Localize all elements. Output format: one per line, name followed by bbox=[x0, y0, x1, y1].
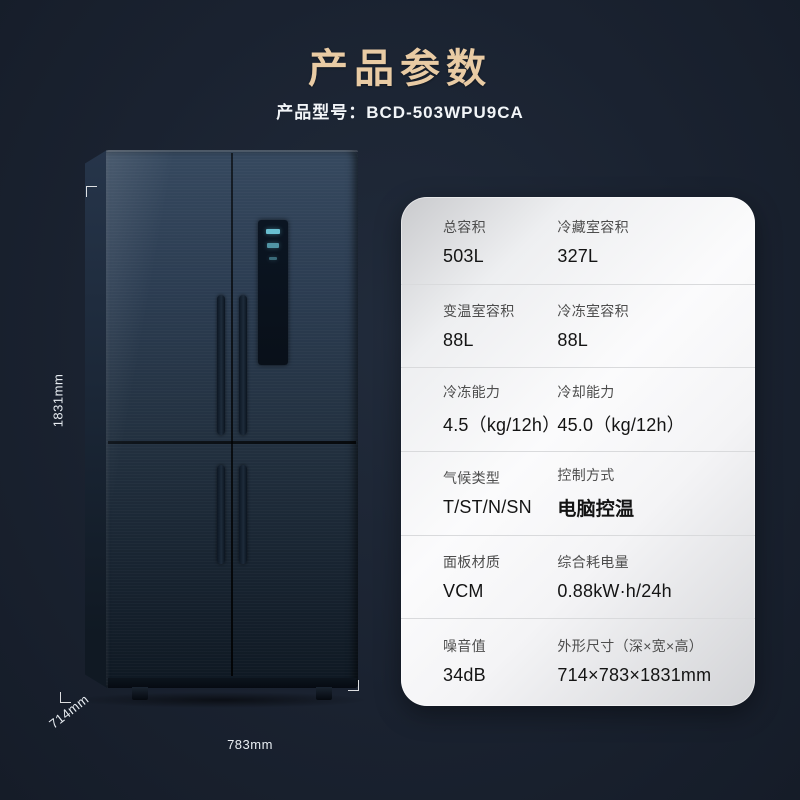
fridge-handle bbox=[217, 295, 225, 436]
fridge-handle bbox=[239, 295, 247, 436]
spec-row: 变温室容积 88L 冷冻室容积 88L bbox=[401, 283, 755, 368]
spec-value: T/ST/N/SN bbox=[443, 497, 532, 518]
fridge-handle bbox=[217, 464, 225, 565]
display-led bbox=[269, 256, 277, 260]
spec-value: 88L bbox=[443, 330, 474, 350]
spec-cell: 冷冻能力 4.5（kg/12h） bbox=[443, 382, 561, 437]
spec-cell: 冷冻室容积 88L bbox=[557, 301, 729, 351]
display-led bbox=[266, 228, 280, 234]
spec-label: 变温室容积 bbox=[443, 303, 515, 319]
spec-value: 714×783×1831mm bbox=[557, 664, 712, 685]
fridge-foot bbox=[316, 687, 332, 700]
spec-label: 冷却能力 bbox=[557, 384, 615, 401]
spec-value: 503L bbox=[443, 246, 484, 267]
spec-cell: 气候类型 T/ST/N/SN bbox=[443, 468, 557, 518]
spec-cell: 冷却能力 45.0（kg/12h） bbox=[557, 382, 729, 437]
spec-cell: 面板材质 VCM bbox=[443, 552, 557, 602]
spec-label: 噪音值 bbox=[443, 637, 486, 654]
spec-value: 45.0（kg/12h） bbox=[557, 415, 685, 436]
spec-value: 0.88kW·h/24h bbox=[557, 581, 672, 602]
dimension-corner-mark bbox=[348, 680, 359, 691]
display-led bbox=[267, 242, 279, 248]
spec-label: 冷冻能力 bbox=[443, 384, 501, 401]
spec-value: 88L bbox=[557, 330, 589, 350]
fridge-side-panel bbox=[85, 150, 107, 688]
spec-row: 气候类型 T/ST/N/SN 控制方式 电脑控温 bbox=[401, 451, 755, 535]
fridge-foot bbox=[132, 687, 148, 700]
spec-row: 面板材质 VCM 综合耗电量 0.88kW·h/24h bbox=[401, 534, 755, 619]
spec-cell: 控制方式 电脑控温 bbox=[557, 465, 729, 521]
fridge-handle bbox=[239, 464, 247, 565]
fridge-top-edge-highlight bbox=[106, 150, 358, 152]
spec-cell: 冷藏室容积 327L bbox=[557, 217, 729, 267]
dimension-corner-mark bbox=[60, 692, 71, 703]
dimension-corner-mark bbox=[86, 186, 97, 197]
spec-label: 控制方式 bbox=[557, 467, 615, 484]
spec-label: 面板材质 bbox=[443, 554, 501, 571]
product-model: 产品型号：BCD-503WPU9CA bbox=[276, 103, 524, 122]
fridge-display-panel bbox=[258, 219, 288, 366]
spec-row: 总容积 503L 冷藏室容积 327L bbox=[401, 201, 755, 284]
spec-value: VCM bbox=[443, 581, 484, 602]
fridge-horizontal-door-seam bbox=[108, 440, 356, 444]
dimension-width-label: 783mm bbox=[227, 737, 273, 752]
spec-label: 外形尺寸（深×宽×高） bbox=[557, 637, 704, 654]
spec-cell: 变温室容积 88L bbox=[443, 301, 557, 351]
spec-cell: 总容积 503L bbox=[443, 217, 557, 267]
spec-value: 34dB bbox=[443, 664, 486, 685]
fridge-front-panel bbox=[106, 150, 358, 688]
spec-row: 冷冻能力 4.5（kg/12h） 冷却能力 45.0（kg/12h） bbox=[401, 367, 755, 451]
spec-label: 总容积 bbox=[443, 219, 486, 236]
spec-value: 4.5（kg/12h） bbox=[443, 415, 561, 436]
page-title: 产品参数 bbox=[308, 47, 492, 91]
refrigerator-image bbox=[72, 150, 370, 708]
fridge-base-plinth bbox=[108, 678, 356, 688]
spec-row: 噪音值 34dB 外形尺寸（深×宽×高） 714×783×1831mm bbox=[401, 618, 755, 702]
spec-cell: 综合耗电量 0.88kW·h/24h bbox=[557, 552, 729, 602]
spec-value: 327L bbox=[557, 246, 599, 267]
fridge-center-door-seam bbox=[231, 153, 233, 676]
spec-cell: 噪音值 34dB bbox=[443, 636, 557, 686]
spec-label: 冷冻室容积 bbox=[557, 303, 629, 319]
dimension-height-label: 1831mm bbox=[50, 373, 66, 428]
spec-card: 总容积 503L 冷藏室容积 327L 变温室容积 88L 冷冻室容积 88L … bbox=[401, 197, 755, 706]
spec-label: 气候类型 bbox=[443, 470, 501, 487]
spec-value: 电脑控温 bbox=[557, 499, 635, 521]
spec-label: 冷藏室容积 bbox=[557, 219, 629, 236]
spec-cell: 外形尺寸（深×宽×高） 714×783×1831mm bbox=[557, 636, 729, 686]
spec-label: 综合耗电量 bbox=[557, 554, 629, 571]
